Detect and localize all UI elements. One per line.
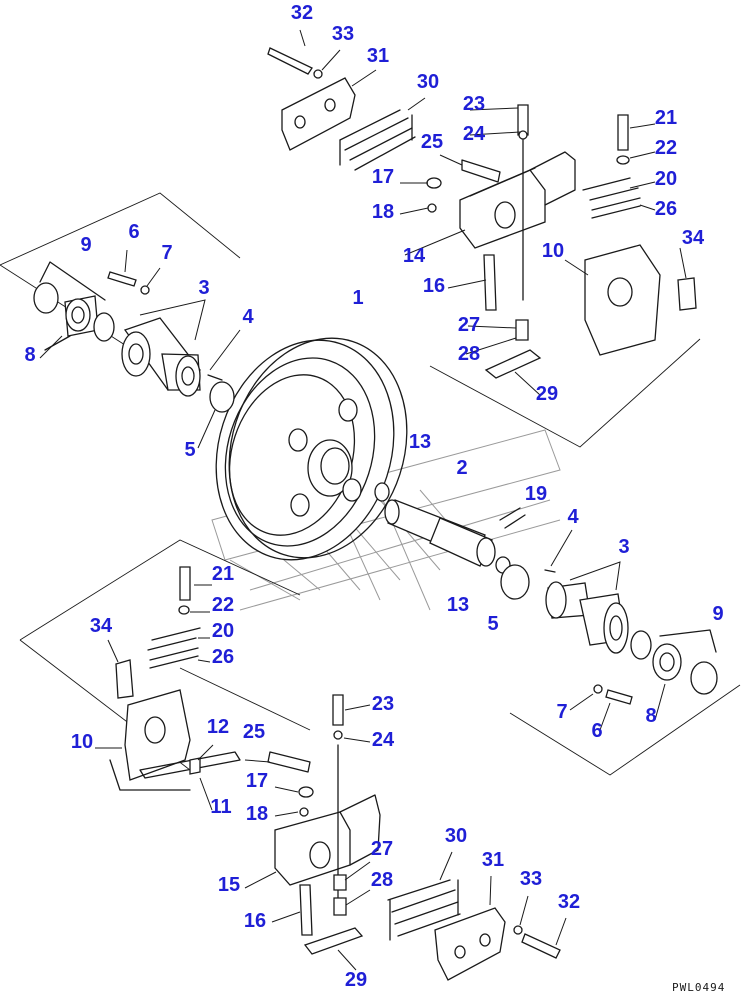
callout-c13b: 13 — [447, 594, 469, 616]
callout-c25b: 25 — [243, 721, 265, 743]
drawing-code: PWL0494 — [672, 981, 725, 994]
callout-c9a: 9 — [80, 234, 91, 256]
callout-c33a: 33 — [332, 23, 354, 45]
callout-c29b: 29 — [345, 969, 367, 991]
callout-c26b: 26 — [212, 646, 234, 668]
callout-c19: 19 — [525, 483, 547, 505]
callout-c4a: 4 — [242, 306, 254, 328]
callout-c28a: 28 — [458, 343, 480, 365]
callout-c12: 12 — [207, 716, 229, 738]
callout-c24a: 24 — [463, 123, 486, 145]
callout-c8a: 8 — [24, 344, 35, 366]
callout-c5b: 5 — [487, 613, 498, 635]
bottom-yoke-assembly — [244, 694, 381, 971]
callout-c28b: 28 — [371, 869, 393, 891]
callout-c11: 11 — [210, 796, 231, 818]
callout-c34a: 34 — [682, 227, 705, 249]
bottom-bracket-assembly — [95, 566, 241, 811]
callout-c32b: 32 — [558, 891, 580, 913]
callout-c13a: 13 — [409, 431, 431, 453]
callout-c25a: 25 — [421, 131, 443, 153]
right-hub-assembly — [500, 529, 629, 654]
callout-c15: 15 — [218, 874, 240, 896]
left-seal-group — [33, 249, 161, 359]
callout-c17a: 17 — [372, 166, 394, 188]
callout-c7a: 7 — [161, 242, 172, 264]
callout-c6a: 6 — [128, 221, 139, 243]
assembly-outlines — [0, 192, 741, 776]
callout-c22b: 22 — [212, 594, 234, 616]
callout-c2: 2 — [456, 457, 467, 479]
top-yoke-assembly — [399, 104, 697, 396]
callout-c23b: 23 — [372, 693, 394, 715]
callout-c31b: 31 — [482, 849, 504, 871]
callout-c31a: 31 — [367, 45, 389, 67]
callout-c6b: 6 — [591, 720, 602, 742]
callout-c33b: 33 — [520, 868, 542, 890]
callout-c27a: 27 — [458, 314, 480, 336]
idler-shaft — [374, 482, 526, 574]
callout-c16a: 16 — [423, 275, 445, 297]
callout-c3a: 3 — [198, 277, 209, 299]
callout-c22a: 22 — [655, 137, 677, 159]
callout-labels: 3233313023242517182122202634101416272829… — [24, 2, 723, 991]
callout-c18b: 18 — [246, 803, 268, 825]
callout-c5a: 5 — [184, 439, 195, 461]
callout-c27b: 27 — [371, 838, 393, 860]
callout-c16b: 16 — [244, 910, 266, 932]
callout-c21a: 21 — [655, 107, 677, 129]
callout-c34b: 34 — [90, 615, 113, 637]
callout-c10b: 10 — [71, 731, 93, 753]
callout-c30a: 30 — [417, 71, 439, 93]
callout-c20b: 20 — [212, 620, 234, 642]
callout-c14a: 14 — [403, 245, 426, 267]
callout-c1: 1 — [352, 287, 363, 309]
callout-c10a: 10 — [542, 240, 564, 262]
left-hub-assembly — [121, 299, 241, 449]
callout-c9b: 9 — [712, 603, 723, 625]
callout-c24b: 24 — [372, 729, 395, 751]
right-seal-group — [569, 629, 718, 731]
callout-c4b: 4 — [567, 506, 579, 528]
bottom-plate-assembly — [387, 851, 567, 981]
callout-c8b: 8 — [645, 705, 656, 727]
callout-c17b: 17 — [246, 770, 268, 792]
callout-c32a: 32 — [291, 2, 313, 24]
callout-c3b: 3 — [618, 536, 629, 558]
top-plate-assembly — [267, 29, 426, 171]
callout-c30b: 30 — [445, 825, 467, 847]
callout-c21b: 21 — [212, 563, 234, 585]
idler-wheel — [215, 337, 408, 561]
callout-c18a: 18 — [372, 201, 394, 223]
callout-c20a: 20 — [655, 168, 677, 190]
callout-c7b: 7 — [556, 701, 567, 723]
callout-c29a: 29 — [536, 383, 558, 405]
callout-c26a: 26 — [655, 198, 677, 220]
callout-c23a: 23 — [463, 93, 485, 115]
